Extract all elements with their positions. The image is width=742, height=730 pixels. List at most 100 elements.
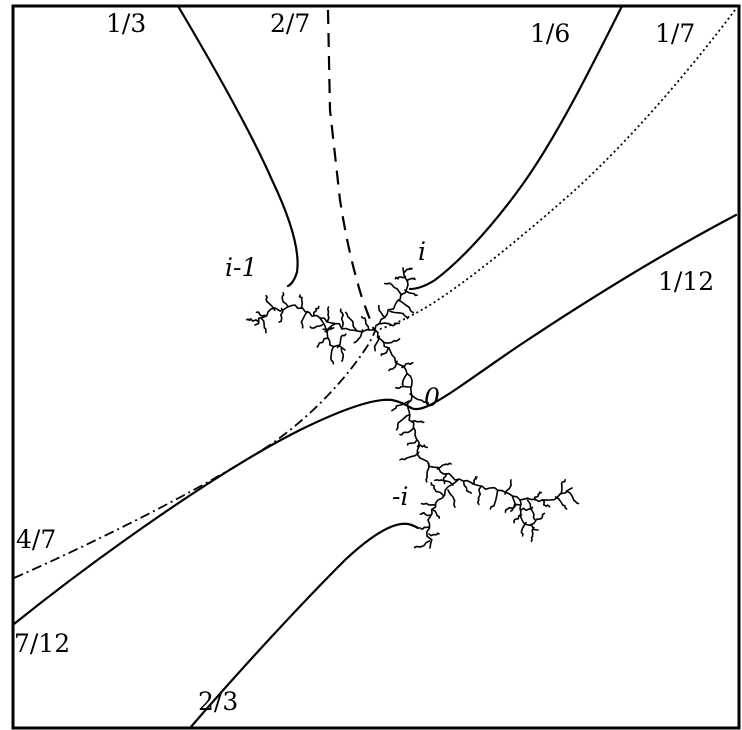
dendrite-twig [511,496,516,508]
dendrite-twig [406,277,413,282]
label-angle-1-7: 1/7 [655,19,695,48]
dendrite-twig [327,306,330,313]
label-angle-1-12: 1/12 [658,267,714,296]
dendrite-twig [526,499,534,514]
dendrite-twig [379,322,394,327]
dendrite-twig [395,422,399,431]
dendrite-twig [249,318,260,323]
label-angle-2-3: 2/3 [198,687,238,716]
label-point-i: i [418,237,426,266]
dendrite-twig [562,504,568,510]
dendrite-twig [344,311,351,319]
ray-7-12 [12,398,413,626]
dendrite-twig [255,311,260,315]
dendrite-twig [533,493,540,501]
dendrite-twig [380,352,385,357]
dendrite-twig [513,518,517,524]
dendrite-twig [436,514,440,519]
dendrite-twig [245,318,252,322]
ray-2-7 [326,9,376,331]
dendrite-twig [313,324,324,329]
dendrite-twig [434,532,440,536]
dendrite-twig [402,312,409,320]
dendrite-twig [401,380,404,387]
dendrite-twig [281,297,290,308]
dendrite-twig [278,317,283,323]
dendrite-twig [520,521,527,532]
dendrite-twig [384,282,393,286]
dendrite-twig [395,400,410,407]
label-angle-1-6: 1/6 [530,19,570,48]
dendrite-twig [405,451,420,459]
dendrite-twig [418,420,425,424]
dendrite-twig [260,317,266,329]
dendrite-twig [412,292,418,297]
dendrite-twig [258,312,266,317]
label-point-i-minus-1: i-1 [225,253,257,282]
diagram-frame [11,4,741,730]
label-angle-2-7: 2/7 [270,9,310,38]
dendrite-twig [341,356,344,362]
dendrite-twig [336,336,342,349]
dendrite-twig [391,405,398,412]
dendrite-twig [300,321,304,329]
dendrite-branch-center [374,329,421,459]
dendrite-twig [531,526,535,538]
dendrite-twig [389,310,404,315]
dendrite-twig [330,345,335,359]
dendrite-twig [397,414,411,424]
dendrite-twig [426,462,430,477]
dendrite-twig [315,305,320,310]
dendrite-twig [560,479,566,485]
label-angle-1-3: 1/3 [106,9,146,38]
dendrite-twig [265,294,268,303]
dendrite-twig [309,326,316,329]
dendrite-twig [419,540,431,548]
dendrite-twig [348,317,358,331]
dendrite-twig [528,506,534,510]
dendrite-twig [416,443,426,448]
dendrite-twig [419,527,424,530]
dendrite-twig [421,526,430,530]
dendrite-twig [406,442,412,446]
dendrite-twig [419,512,425,515]
dendrite-twig [504,506,510,513]
dendrite-twig [537,491,543,495]
dendrite-twig [493,490,499,505]
dendrite-twig [434,479,442,482]
dendrite-branch-side [519,499,539,531]
dendrite-twig [280,307,284,319]
dendrite-twig [436,463,447,470]
dendrite-twig [428,533,437,537]
dendrite-twig [392,360,398,370]
dendrite-twig [339,308,344,316]
dendrite-twig [453,500,456,508]
dendrite-twig [364,319,370,331]
dendrite-twig [432,509,438,517]
dendrite-twig [423,512,432,517]
ray-1-7 [376,9,736,331]
dendrite-twig [266,300,276,312]
dendrite-twig [541,499,548,507]
dendrite-twig [433,487,444,496]
dendrite-twig [474,476,478,480]
dendrite-twig [360,316,367,321]
dendrite-twig [403,427,415,434]
dendrite-branch-minus-i [426,479,459,549]
dendrite-twig [421,399,430,404]
dendrite-twig [402,373,408,382]
dendrite-twig [383,348,389,355]
ray-1-3 [176,4,299,288]
dendrite-twig [318,337,329,344]
dendrite-twig [316,342,321,348]
dendrite-twig [520,507,530,512]
dendrite-twig [393,338,401,342]
dendrite-twig [324,327,332,333]
dendrite-twig [565,490,575,501]
dendrite-twig [442,473,448,482]
dendrite-twig [532,511,536,521]
dendrite-twig [425,502,437,506]
dendrite-twig [554,496,564,506]
